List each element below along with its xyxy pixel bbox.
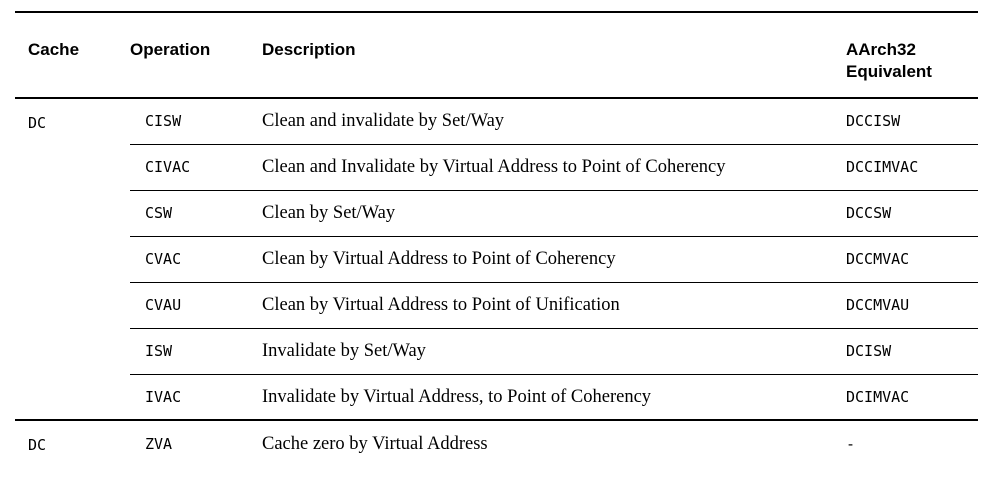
table-body: DC CISW Clean and invalidate by Set/Way … bbox=[15, 98, 978, 466]
cell-aarch32: DCCMVAC bbox=[846, 235, 978, 282]
column-header-cache-label: Cache bbox=[28, 40, 80, 59]
cell-operation: ZVA bbox=[130, 419, 262, 466]
cache-operations-table: Cache Operation Description AArch32 Equi… bbox=[15, 11, 978, 466]
cell-description: Cache zero by Virtual Address bbox=[262, 419, 846, 466]
column-header-cache: Cache bbox=[15, 12, 130, 99]
cell-operation: CISW bbox=[145, 112, 182, 131]
column-header-aarch32-line1: AArch32 bbox=[846, 40, 916, 59]
column-header-operation-label: Operation bbox=[130, 40, 211, 59]
cell-aarch32: - bbox=[846, 419, 978, 466]
cell-aarch32: DCIMVAC bbox=[846, 373, 978, 420]
cell-operation: CIVAC bbox=[130, 143, 262, 190]
table-row: CIVAC Clean and Invalidate by Virtual Ad… bbox=[15, 143, 978, 190]
cell-description: Clean by Virtual Address to Point of Uni… bbox=[262, 281, 846, 328]
column-header-aarch32-equivalent: AArch32 Equivalent bbox=[846, 12, 978, 99]
cell-operation: IVAC bbox=[130, 373, 262, 420]
table-row: CVAC Clean by Virtual Address to Point o… bbox=[15, 235, 978, 282]
cell-operation: ISW bbox=[130, 327, 262, 374]
cell-description: Clean and invalidate by Set/Way bbox=[262, 111, 505, 132]
cell-operation: CVAU bbox=[130, 281, 262, 328]
cell-aarch32: DCISW bbox=[846, 327, 978, 374]
table-row: CSW Clean by Set/Way DCCSW bbox=[15, 189, 978, 236]
cell-description: Clean by Set/Way bbox=[262, 189, 846, 236]
table-row: ISW Invalidate by Set/Way DCISW bbox=[15, 327, 978, 374]
column-header-aarch32-line2: Equivalent bbox=[846, 62, 932, 81]
cell-aarch32: DCCIMVAC bbox=[846, 143, 978, 190]
cell-aarch32: DCCSW bbox=[846, 189, 978, 236]
cell-description: Clean by Virtual Address to Point of Coh… bbox=[262, 235, 846, 282]
table-row: DC ZVA Cache zero by Virtual Address - bbox=[15, 419, 978, 466]
table-row: IVAC Invalidate by Virtual Address, to P… bbox=[15, 373, 978, 420]
cell-aarch32: DCCISW bbox=[846, 112, 901, 131]
table-row: CVAU Clean by Virtual Address to Point o… bbox=[15, 281, 978, 328]
cell-description: Invalidate by Virtual Address, to Point … bbox=[262, 373, 846, 420]
cell-operation: CSW bbox=[130, 189, 262, 236]
cell-description: Clean and Invalidate by Virtual Address … bbox=[262, 143, 846, 190]
cell-aarch32: DCCMVAU bbox=[846, 281, 978, 328]
cell-cache: DC bbox=[28, 114, 47, 132]
header-row: Cache Operation Description AArch32 Equi… bbox=[15, 12, 978, 99]
cell-description: Invalidate by Set/Way bbox=[262, 327, 846, 374]
cell-operation: CVAC bbox=[130, 235, 262, 282]
column-header-description: Description bbox=[262, 12, 846, 99]
column-header-operation: Operation bbox=[130, 12, 262, 99]
table-header: Cache Operation Description AArch32 Equi… bbox=[15, 12, 978, 99]
cache-operations-table-container: Cache Operation Description AArch32 Equi… bbox=[15, 11, 978, 466]
table-row: DC CISW Clean and invalidate by Set/Way … bbox=[15, 98, 978, 144]
column-header-description-label: Description bbox=[262, 40, 356, 59]
cell-cache: DC bbox=[15, 419, 130, 466]
column-header-aarch32-lines: AArch32 Equivalent bbox=[846, 13, 978, 83]
